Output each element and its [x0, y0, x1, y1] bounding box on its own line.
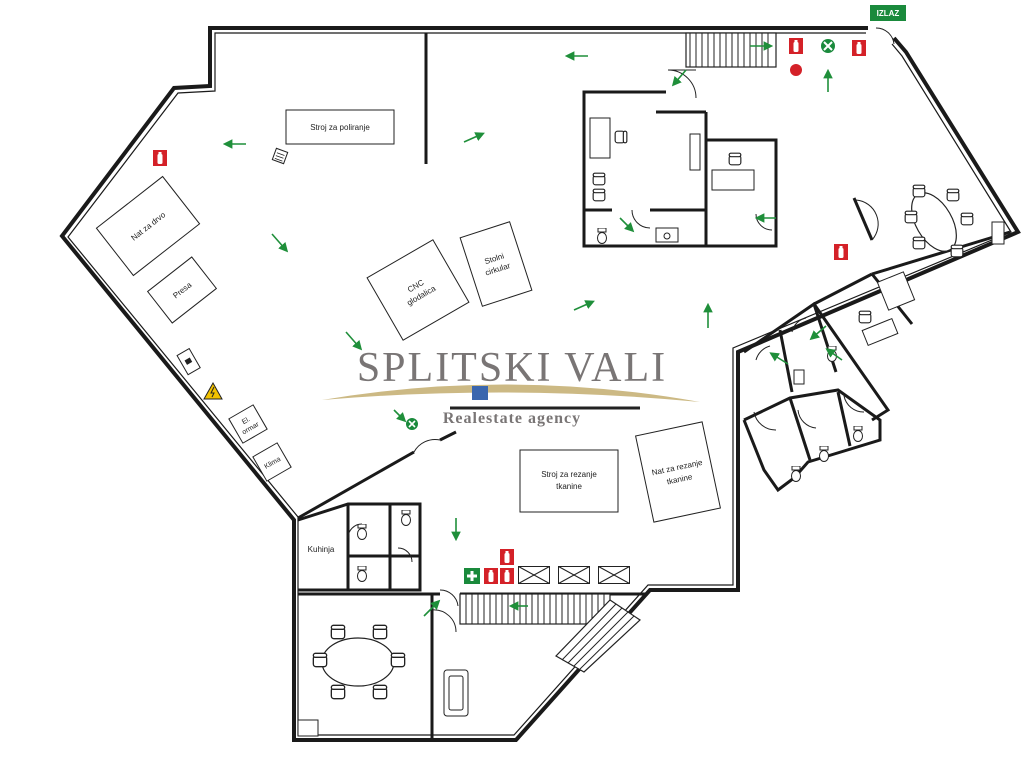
toilet-icon	[853, 426, 863, 442]
switch-box	[176, 347, 201, 376]
fire-alarm-icon	[790, 64, 802, 76]
stairs-top	[685, 32, 777, 68]
label-kuhinja: Kuhinja	[308, 545, 335, 554]
assembly-point-icon-2	[406, 418, 418, 430]
outer-walls-inner-line	[67, 32, 1012, 736]
outer-walls	[59, 26, 1021, 742]
evacuation-arrow-icon	[825, 348, 843, 361]
machine-stolni-cirkular: Stolni cirkular	[459, 221, 533, 307]
watermark: SPLITSKI VALI Realestate agency	[322, 345, 700, 427]
meeting-table-right	[904, 184, 974, 258]
evacuation-arrow-icon	[573, 300, 595, 311]
fire-extinguisher-icons	[153, 38, 866, 584]
exit-sign-label: IZLAZ	[877, 9, 900, 18]
exit-sign-icon: IZLAZ	[870, 5, 906, 21]
room-kuhinja: Kuhinja	[308, 545, 335, 554]
office-furniture	[589, 117, 1005, 347]
storage-crates	[518, 566, 630, 584]
watermark-swoosh	[322, 384, 700, 402]
electrical-hazard-icon	[203, 381, 223, 400]
assembly-point-icon	[821, 39, 835, 53]
fire-extinguisher-icon	[852, 40, 866, 56]
machine-nat-za-rezanje-tkanine: Nat za rezanje tkanine	[635, 421, 721, 523]
fire-extinguisher-icon	[500, 568, 514, 584]
label-stroj-za-poliranje: Stroj za poliranje	[310, 123, 370, 132]
stairs-bottom	[459, 593, 641, 673]
machine-cnc-glodalica: CNC glodalica	[366, 239, 470, 341]
meeting-table-bottom	[297, 624, 406, 737]
evacuation-arrow-icon	[769, 352, 789, 365]
unit-klima: Klima	[252, 442, 292, 482]
machine-nat-za-drvo: Nat za drvo	[95, 175, 201, 277]
label-el-ormar-line1: El.	[241, 416, 252, 426]
machine-stroj-za-rezanje-tkanine: Stroj za rezanje tkanine	[519, 449, 619, 513]
restroom-toilets	[357, 346, 863, 582]
evacuation-arrow-icon	[393, 409, 407, 423]
toilet-icon	[357, 524, 367, 540]
fire-extinguisher-icon	[153, 150, 167, 166]
toilet-icon	[819, 446, 829, 462]
first-aid-icon	[464, 568, 480, 584]
panel-el-ormar: El. ormar	[228, 404, 268, 444]
watermark-logo-icon	[472, 386, 488, 400]
evacuation-arrow-icon	[463, 132, 485, 143]
toilet-icon	[597, 228, 607, 244]
evacuation-arrow-icon	[271, 233, 289, 253]
label-stroj-rezanje-line1: Stroj za rezanje	[541, 470, 597, 479]
watermark-title: SPLITSKI VALI	[357, 345, 667, 391]
fire-extinguisher-icon	[500, 549, 514, 565]
evacuation-arrow-icon	[345, 331, 363, 351]
fire-extinguisher-icon	[484, 568, 498, 584]
evacuation-arrow-icon	[809, 325, 827, 341]
label-stroj-rezanje-line2: tkanine	[556, 482, 582, 491]
doors	[347, 27, 895, 633]
toilet-icon	[791, 466, 801, 482]
vent-grille	[271, 147, 289, 165]
evacuation-arrows	[222, 41, 843, 617]
machine-presa: Presa	[146, 256, 218, 324]
evacuation-arrow-icon	[423, 599, 441, 617]
evacuation-arrow-icon	[619, 217, 635, 233]
sofa	[443, 669, 469, 717]
fire-extinguisher-icon	[789, 38, 803, 54]
toilet-icon	[401, 510, 411, 526]
machine-stroj-za-poliranje: Stroj za poliranje	[285, 109, 395, 145]
watermark-subtitle: Realestate agency	[443, 410, 581, 427]
fire-extinguisher-icon	[834, 244, 848, 260]
toilet-icon	[357, 566, 367, 582]
evacuation-arrow-icon	[671, 69, 687, 87]
